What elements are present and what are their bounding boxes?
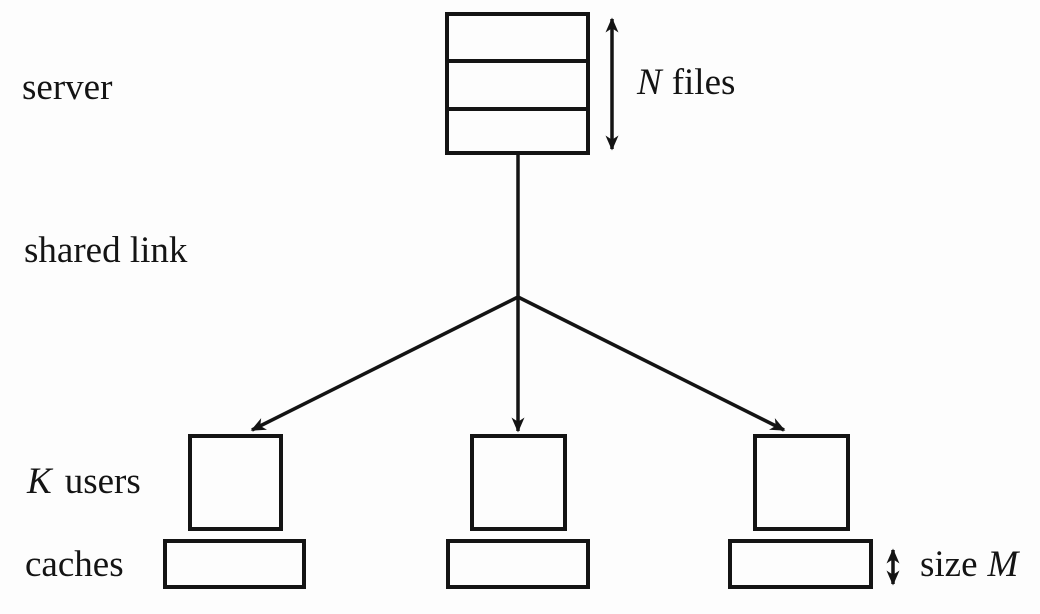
user-box-1 — [188, 434, 283, 531]
shared-link-label: shared link — [24, 230, 188, 271]
caches-label: caches — [25, 544, 124, 585]
broadcast-arrow-left — [250, 295, 519, 432]
k-users-word: users — [64, 461, 141, 502]
size-m-variable: M — [987, 544, 1019, 585]
n-files-variable: N — [637, 62, 662, 103]
user-box-3 — [753, 434, 850, 531]
server-box — [445, 12, 590, 155]
k-users-variable: K — [27, 461, 52, 502]
cache-box-1 — [163, 539, 306, 589]
cache-box-2 — [446, 539, 590, 589]
n-files-word: files — [671, 62, 736, 103]
server-label: server — [22, 67, 113, 108]
server-file-divider — [448, 107, 587, 111]
broadcast-arrow-right — [517, 295, 786, 432]
size-m-word: size — [920, 544, 978, 585]
cache-box-3 — [728, 539, 873, 589]
user-box-2 — [470, 434, 567, 531]
server-file-divider — [448, 59, 587, 63]
